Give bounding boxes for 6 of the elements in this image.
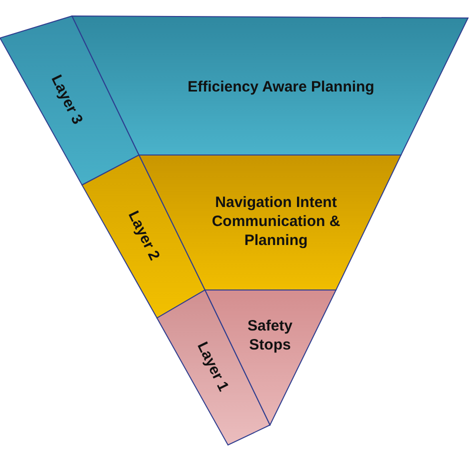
section-label: Safety Stops bbox=[246, 317, 294, 355]
section-label: Efficiency Aware Planning bbox=[186, 78, 376, 98]
section-label: Navigation Intent Communication & Planning bbox=[210, 194, 342, 250]
layer-label: Layer 1 bbox=[192, 338, 233, 396]
layer-label: Layer 2 bbox=[124, 207, 164, 265]
layer-label: Layer 3 bbox=[46, 71, 87, 129]
